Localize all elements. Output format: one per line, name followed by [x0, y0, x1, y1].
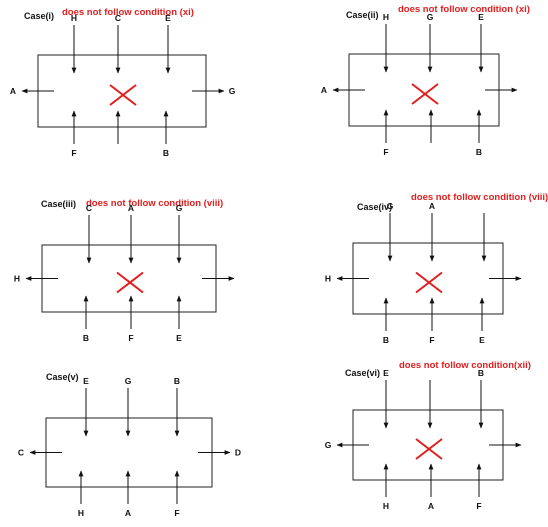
room-box [41, 244, 217, 313]
position-label: E [176, 333, 182, 343]
case-title: Case(iv) [357, 202, 392, 212]
case-title: Case(iii) [41, 199, 76, 209]
position-label: A [10, 86, 16, 96]
cross-mark-icon [109, 84, 137, 106]
case-panel: Case(vi) does not follow condition(xii) E B… [325, 360, 531, 511]
position-label: B [174, 376, 180, 386]
case-panel: Case(v) E G B H A F C D [18, 372, 241, 518]
position-label: F [174, 508, 179, 518]
cross-mark-icon [411, 83, 439, 105]
position-label: A [125, 508, 131, 518]
position-label: B [83, 333, 89, 343]
position-label: A [428, 501, 434, 511]
position-label: F [71, 148, 76, 158]
position-label: F [128, 333, 133, 343]
position-label: G [176, 203, 183, 213]
position-label: D [235, 448, 241, 458]
case-title: Case(ii) [346, 10, 379, 20]
position-label: F [476, 501, 481, 511]
position-label: B [383, 335, 389, 345]
case-panel: Case(ii) does not follow condition (xi) H G… [321, 4, 530, 157]
position-label: H [14, 274, 20, 284]
position-label: H [325, 274, 331, 284]
position-label: G [325, 440, 332, 450]
position-label: H [383, 501, 389, 511]
position-label: H [383, 12, 389, 22]
position-label: F [429, 335, 434, 345]
position-label: G [229, 86, 236, 96]
position-label: E [383, 368, 389, 378]
condition-note: does not follow condition (viii) [86, 198, 223, 209]
case-title: Case(v) [46, 372, 79, 382]
condition-note: does not follow condition (viii) [411, 192, 548, 203]
position-label: E [478, 12, 484, 22]
position-label: E [83, 376, 89, 386]
position-label: B [478, 368, 484, 378]
position-label: G [125, 376, 132, 386]
case-panel: Case(iv) does not follow condition (viii)… [325, 192, 548, 345]
position-label: B [476, 147, 482, 157]
room-box [37, 54, 207, 128]
condition-note: does not follow condition (xi) [62, 7, 194, 18]
position-label: G [387, 201, 394, 211]
case-panel: Case(iii) does not follow condition (viii… [14, 198, 235, 343]
room-box [45, 417, 213, 488]
position-label: C [115, 13, 121, 23]
condition-note: does not follow condition(xii) [399, 360, 531, 371]
position-label: A [128, 203, 134, 213]
position-label: H [78, 508, 84, 518]
position-label: F [383, 147, 388, 157]
room-box [352, 242, 504, 315]
position-label: E [165, 13, 171, 23]
position-label: C [18, 448, 24, 458]
position-label: B [163, 148, 169, 158]
case-title: Case(vi) [345, 368, 380, 378]
position-label: H [71, 13, 77, 23]
position-label: A [429, 201, 435, 211]
room-box [348, 53, 500, 127]
cross-mark-icon [116, 271, 144, 294]
position-label: A [321, 85, 327, 95]
position-label: E [479, 335, 485, 345]
cross-mark-icon [415, 438, 443, 460]
position-label: C [86, 203, 92, 213]
case-panel: Case(i) does not follow condition (xi)H C E… [10, 7, 236, 158]
position-label: G [427, 12, 434, 22]
case-title: Case(i) [24, 11, 54, 21]
cross-mark-icon [415, 271, 443, 294]
condition-note: does not follow condition (xi) [398, 4, 530, 15]
